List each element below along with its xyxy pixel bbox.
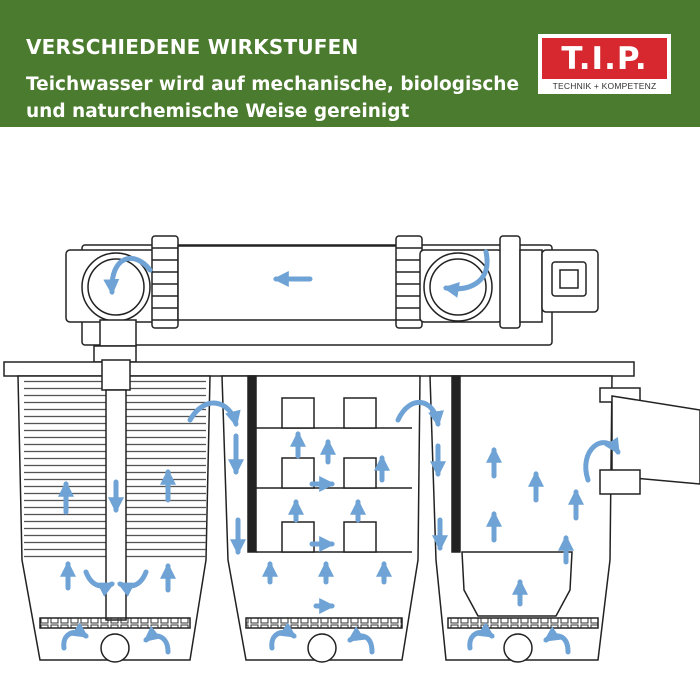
- logo-tagline: TECHNIK + KOMPETENZ: [552, 81, 657, 91]
- chamber-chemical: [429, 375, 700, 663]
- subline-1: Teichwasser wird auf mechanische, biolog…: [26, 74, 520, 95]
- brand-logo: T.I.P. TECHNIK + KOMPETENZ: [538, 34, 671, 94]
- logo-main: T.I.P.: [561, 41, 648, 77]
- header-banner: VERSCHIEDENE WIRKSTUFEN Teichwasser wird…: [0, 0, 700, 127]
- logo-box: T.I.P.: [542, 38, 667, 79]
- headline: VERSCHIEDENE WIRKSTUFEN: [26, 35, 359, 59]
- uv-clarifier: [65, 235, 599, 363]
- flow-arrows: [57, 249, 621, 655]
- subline-2: und naturchemische Weise gereinigt: [26, 101, 410, 122]
- chamber-biological: [221, 375, 421, 663]
- filter-diagram: [3, 235, 700, 663]
- filter-lid: [3, 361, 635, 377]
